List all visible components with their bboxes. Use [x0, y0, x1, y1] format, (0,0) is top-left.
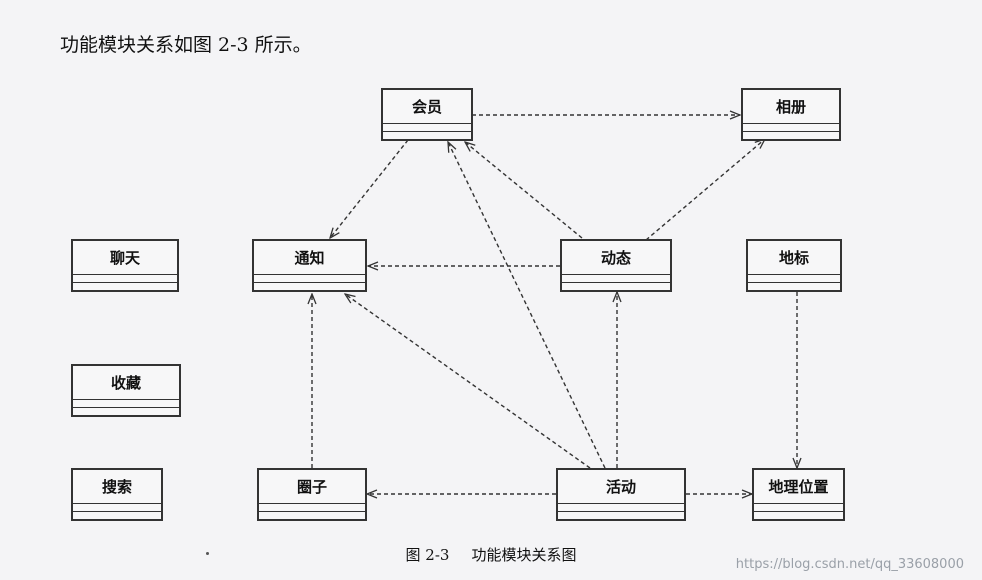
- arrow-huodong-to-tongzhi: [345, 294, 591, 469]
- arrow-huodong-to-huiyuan: [448, 142, 606, 469]
- module-huodong: 活动: [556, 468, 686, 521]
- module-quanzi: 圈子: [257, 468, 367, 521]
- module-label: 动态: [562, 241, 670, 275]
- module-label: 会员: [383, 90, 471, 124]
- intro-text: 功能模块关系如图 2-3 所示。: [60, 34, 312, 56]
- module-label: 圈子: [259, 470, 365, 504]
- stray-dot: [206, 552, 209, 555]
- module-huiyuan: 会员: [381, 88, 473, 141]
- arrow-dongtai-to-xiangce: [645, 139, 765, 241]
- caption-number: 图 2-3: [405, 546, 450, 564]
- module-dongtai: 动态: [560, 239, 672, 292]
- module-xiangce: 相册: [741, 88, 841, 141]
- figure-caption: 图 2-3 功能模块关系图: [0, 544, 982, 565]
- module-label: 地理位置: [754, 470, 843, 504]
- module-label: 收藏: [73, 366, 179, 400]
- module-label: 相册: [743, 90, 839, 124]
- module-shoucang: 收藏: [71, 364, 181, 417]
- caption-title: 功能模块关系图: [471, 546, 577, 564]
- arrow-huiyuan-to-tongzhi: [330, 139, 409, 238]
- module-diliweizhi: 地理位置: [752, 468, 845, 521]
- module-label: 通知: [254, 241, 365, 275]
- module-label: 聊天: [73, 241, 177, 275]
- watermark-text: https://blog.csdn.net/qq_33608000: [735, 557, 964, 572]
- arrow-dongtai-to-huiyuan: [465, 142, 583, 239]
- module-dibiao: 地标: [746, 239, 842, 292]
- module-label: 活动: [558, 470, 684, 504]
- module-sousuo: 搜索: [71, 468, 163, 521]
- module-label: 地标: [748, 241, 840, 275]
- module-label: 搜索: [73, 470, 161, 504]
- module-tongzhi: 通知: [252, 239, 367, 292]
- module-liaotian: 聊天: [71, 239, 179, 292]
